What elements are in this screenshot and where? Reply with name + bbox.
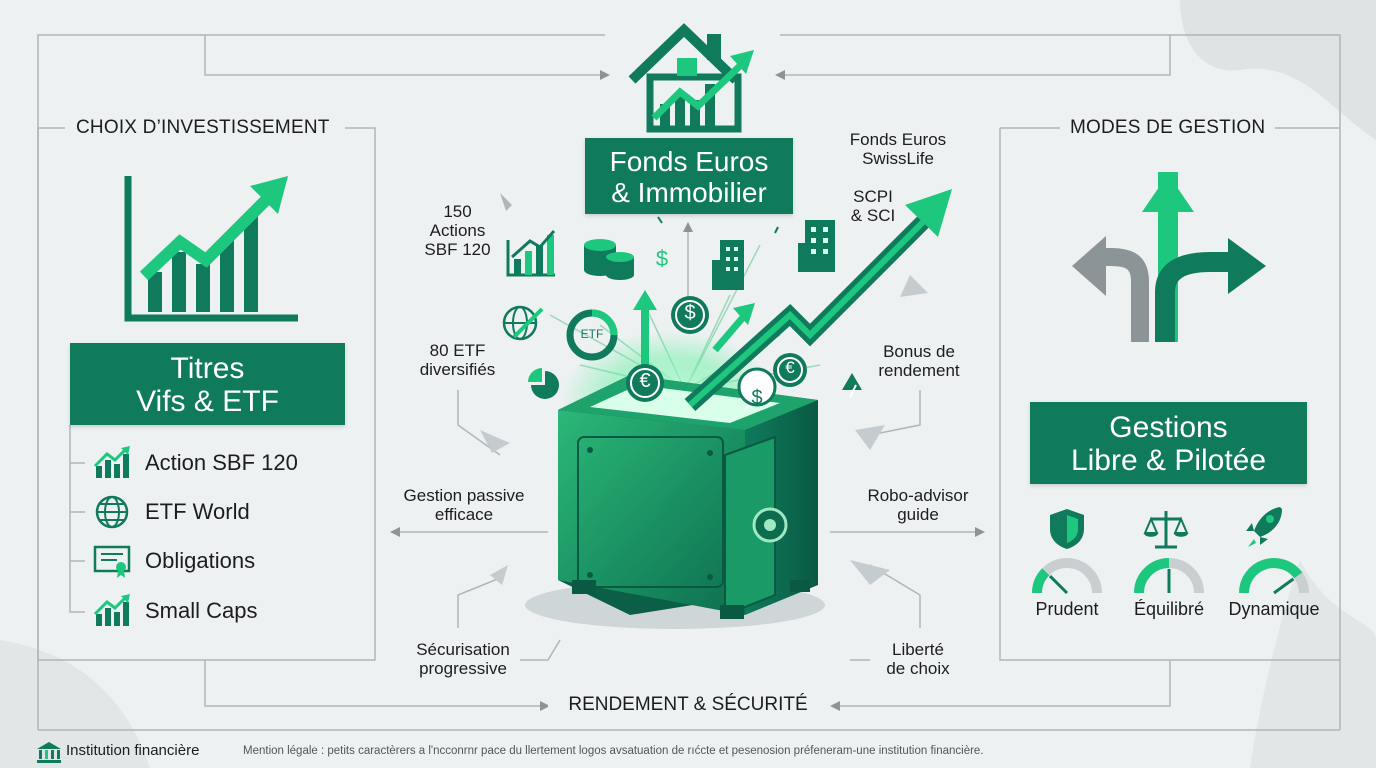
label-liberte-line1: Liberté bbox=[892, 640, 944, 659]
label-robo-advisor: Robo-advisor guide bbox=[850, 486, 986, 524]
list-item-label: Small Caps bbox=[145, 598, 258, 623]
dollar-bubble-symbol: $ bbox=[751, 387, 763, 409]
list-item-action-sbf: Action SBF 120 bbox=[93, 446, 298, 480]
dollar-coin-symbol: $ bbox=[684, 302, 696, 324]
label-fonds-line2: SwissLife bbox=[862, 149, 934, 168]
label-liberte-line2: de choix bbox=[886, 659, 950, 678]
bar-chart-growth-icon bbox=[93, 446, 130, 478]
gauge-fill bbox=[1239, 558, 1303, 594]
euro-coin-symbol-right: € bbox=[785, 358, 795, 377]
label-actions-line2: Actions bbox=[429, 221, 486, 240]
euro-coin-symbol: € bbox=[639, 370, 651, 392]
gestions-libre-pilotee-box: Gestions Libre & Pilotée bbox=[1030, 402, 1307, 484]
label-fonds-swisslife: Fonds Euros SwissLife bbox=[838, 130, 958, 168]
risk-gauge-0 bbox=[1032, 558, 1102, 595]
split-direction-arrows-icon bbox=[1072, 172, 1266, 342]
label-actions-line3: SBF 120 bbox=[424, 240, 491, 259]
gestions-line2: Libre & Pilotée bbox=[1070, 444, 1267, 477]
list-item-label: Action SBF 120 bbox=[145, 450, 298, 475]
gauge-fill bbox=[1032, 568, 1050, 594]
list-item-label: Obligations bbox=[145, 548, 256, 573]
fonds-euros-title-line2: & Immobilier bbox=[611, 177, 767, 208]
footer-brand: Institution financière bbox=[66, 742, 200, 759]
certificate-icon bbox=[93, 545, 131, 578]
house-growth-icon bbox=[628, 23, 754, 133]
rocket-icon bbox=[1246, 507, 1282, 547]
risk-gauges bbox=[1032, 558, 1309, 595]
choix-investissement-title: CHOIX D’INVESTISSEMENT bbox=[66, 117, 340, 139]
scales-icon bbox=[1143, 511, 1189, 549]
label-scpi-line2: & SCI bbox=[850, 206, 896, 225]
titres-vifs-etf-box: Titres Vifs & ETF bbox=[70, 343, 345, 425]
list-item-obligations: Obligations bbox=[93, 544, 255, 578]
dollar-sign-small: $ bbox=[655, 246, 669, 271]
risk-gauge-1 bbox=[1134, 558, 1204, 594]
label-secur-line1: Sécurisation bbox=[416, 640, 510, 659]
globe-icon bbox=[95, 495, 129, 529]
list-item-label: ETF World bbox=[145, 499, 250, 524]
label-bonus-line2: rendement bbox=[878, 361, 960, 380]
label-securisation: Sécurisation progressive bbox=[398, 640, 528, 678]
shield-icon bbox=[1050, 509, 1084, 549]
label-passive-line1: Gestion passive bbox=[403, 486, 525, 505]
profile-label-equilibre: Équilibré bbox=[1133, 599, 1205, 619]
label-passive-line2: efficace bbox=[434, 505, 494, 524]
label-actions-sbf: 150 Actions SBF 120 bbox=[410, 202, 505, 259]
label-scpi-line1: SCPI bbox=[853, 187, 893, 206]
bar-chart-growth-icon bbox=[93, 594, 130, 626]
titres-line2: Vifs & ETF bbox=[136, 385, 279, 418]
label-etf-line2: diversifiés bbox=[419, 360, 496, 379]
profile-label-prudent: Prudent bbox=[1035, 599, 1099, 619]
label-etf-line1: 80 ETF bbox=[429, 341, 486, 360]
bank-building-icon bbox=[37, 742, 61, 763]
label-liberte-choix: Liberté de choix bbox=[866, 640, 970, 678]
modes-de-gestion-title: MODES DE GESTION bbox=[1060, 117, 1276, 139]
titres-line1: Titres bbox=[170, 352, 245, 385]
label-80-etf: 80 ETF diversifiés bbox=[400, 341, 515, 379]
rendement-securite-title: RENDEMENT & SÉCURITÉ bbox=[548, 694, 828, 716]
fonds-euros-title-box: Fonds Euros & Immobilier bbox=[585, 138, 793, 214]
fonds-euros-title-line1: Fonds Euros bbox=[609, 146, 769, 177]
label-robo-line1: Robo-advisor bbox=[867, 486, 969, 505]
label-robo-line2: guide bbox=[897, 505, 939, 524]
label-secur-line2: progressive bbox=[419, 659, 507, 678]
label-gestion-passive: Gestion passive efficace bbox=[390, 486, 538, 524]
label-fonds-line1: Fonds Euros bbox=[849, 130, 947, 149]
label-scpi-sci: SCPI & SCI bbox=[838, 187, 908, 225]
profile-label-dynamique: Dynamique bbox=[1228, 599, 1320, 619]
growth-chart-icon bbox=[124, 176, 298, 322]
etf-badge-text: ETF bbox=[580, 327, 604, 341]
risk-gauge-2 bbox=[1239, 558, 1309, 595]
gauge-needle bbox=[1048, 574, 1069, 595]
list-item-etf-world: ETF World bbox=[93, 495, 250, 529]
gestions-line1: Gestions bbox=[1109, 411, 1228, 444]
label-bonus-line1: Bonus de bbox=[883, 342, 955, 361]
label-actions-count: 150 bbox=[443, 202, 472, 221]
gauge-needle bbox=[1273, 577, 1295, 595]
list-item-small-caps: Small Caps bbox=[93, 594, 257, 628]
footer-legal-text: Mention légale : petits caractèrers a l'… bbox=[243, 745, 984, 757]
label-bonus-rendement: Bonus de rendement bbox=[860, 342, 978, 380]
center-illustration bbox=[480, 189, 952, 629]
gauge-fill bbox=[1134, 558, 1170, 594]
